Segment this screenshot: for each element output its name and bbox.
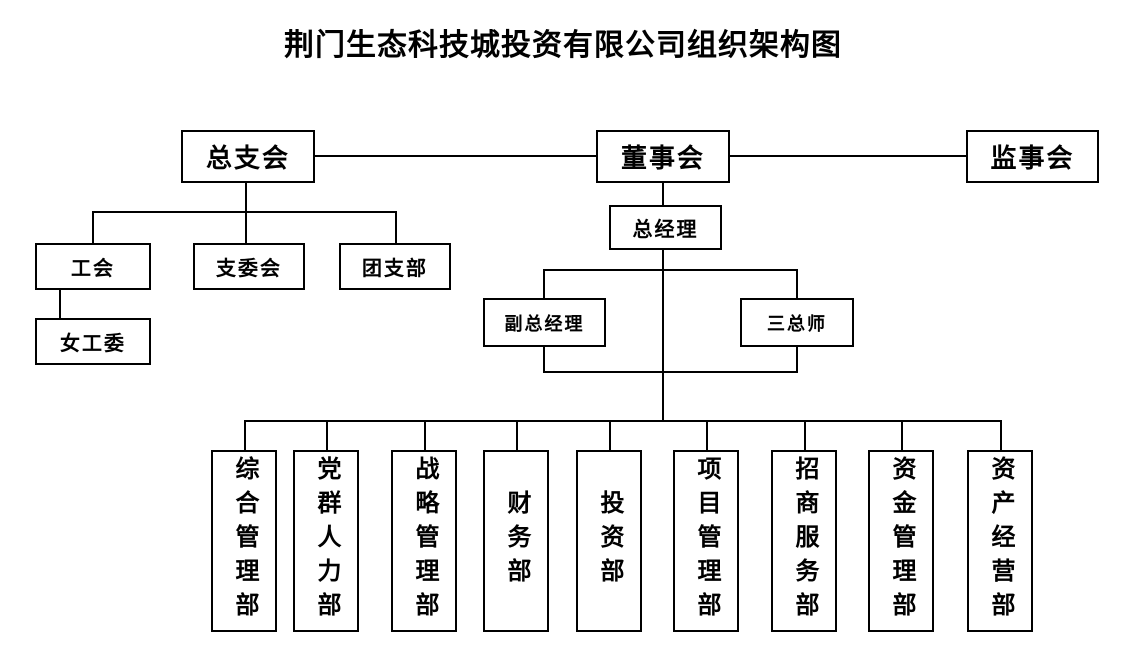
connector-womenworkers-drop [59,289,61,319]
connector-threechiefs-return [796,346,798,373]
node-dept-strategic-management: 战略管理部 [391,450,457,632]
node-branch-committee: 支委会 [193,243,305,290]
connector-deputygm-return [543,346,545,373]
connector-dept-drop-3 [424,420,426,451]
node-dept-party-mass-hr: 党群人力部 [293,450,359,632]
connector-dept-drop-7 [804,420,806,451]
connector-toprow-right [729,155,967,157]
node-dept-asset-operation: 资产经营部 [967,450,1033,632]
connector-deputy-bar-bottom [543,371,798,373]
chart-title: 荆门生态科技城投资有限公司组织架构图 [284,29,842,62]
connector-party-branch-bar [92,211,397,213]
node-dept-project-management: 项目管理部 [673,450,739,632]
node-dept-finance: 财务部 [483,450,549,632]
node-women-workers-committee: 女工委 [35,318,151,365]
node-youth-league-branch: 团支部 [339,243,451,290]
connector-threechiefs-drop [796,269,798,299]
connector-dept-drop-5 [609,420,611,451]
node-dept-capital-management: 资金管理部 [868,450,934,632]
node-dept-comprehensive-management: 综合管理部 [211,450,277,632]
connector-youthleague-drop [395,211,397,244]
connector-dept-drop-6 [706,420,708,451]
node-board-of-directors: 董事会 [596,130,730,183]
connector-laborunion-drop [92,211,94,244]
connector-departments-bar [244,420,1002,422]
connector-dept-drop-4 [516,420,518,451]
node-three-chief-engineers: 三总师 [740,298,854,347]
node-supervisory-board: 监事会 [966,130,1099,183]
node-general-manager: 总经理 [609,205,722,250]
connector-deputygm-drop [543,269,545,299]
node-deputy-general-manager: 副总经理 [483,298,606,347]
connector-dept-drop-8 [901,420,903,451]
node-dept-investment: 投资部 [576,450,642,632]
connector-dept-drop-9 [1000,420,1002,451]
connector-toprow-left [314,155,598,157]
connector-dept-drop-2 [326,420,328,451]
node-dept-investment-promotion-service: 招商服务部 [771,450,837,632]
connector-generalbranch-drop [245,183,247,244]
connector-gm-spine [662,249,664,422]
connector-dept-drop-1 [244,420,246,451]
node-labor-union: 工会 [35,243,151,290]
node-general-branch-committee: 总支会 [181,130,315,183]
connector-deputy-bar-top [543,269,798,271]
connector-board-to-gm [662,183,664,206]
